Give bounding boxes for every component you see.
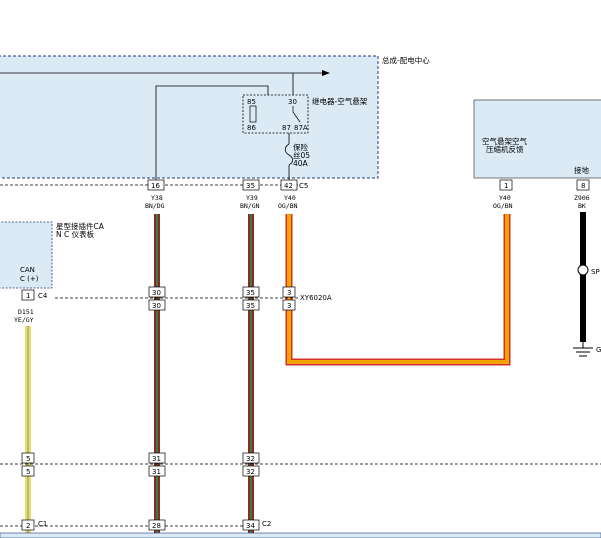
pin-34: 34 xyxy=(246,522,255,530)
pin-35-lower: 35 xyxy=(246,302,255,310)
pin-16: 16 xyxy=(151,182,160,190)
instrument-can-label-2: C (+) xyxy=(20,275,39,283)
pin-32-lower-box xyxy=(242,465,260,477)
wire-y40-id: Y40 xyxy=(284,194,296,202)
pin-8: 8 xyxy=(581,182,585,190)
relay-title: 继电器-空气悬架 xyxy=(312,96,368,106)
relay-coil-icon xyxy=(249,105,257,123)
instrument-can-label-1: CAN xyxy=(20,266,35,274)
pin-3-upper: 3 xyxy=(287,289,291,297)
lower-module-edge xyxy=(0,532,601,538)
pin-5-upper-box xyxy=(21,452,35,464)
relay-pin-87: 87 xyxy=(282,124,291,132)
relay-switch-icon xyxy=(292,106,301,123)
pin-1-c4-box xyxy=(21,289,35,301)
wire-y38-color: BN/DG xyxy=(145,202,165,210)
pin-42-box xyxy=(280,179,298,191)
pin-2: 2 xyxy=(26,522,30,530)
pin-16-box xyxy=(147,179,165,191)
pin-35-upper: 35 xyxy=(246,289,255,297)
pin-8-box xyxy=(576,179,590,191)
bdc-internal-wire xyxy=(155,85,269,180)
connector-c4-label: C4 xyxy=(38,292,48,300)
pin-34-box xyxy=(242,519,260,531)
wire-y40-color: OG/BN xyxy=(278,202,298,210)
wire-y39-id: Y39 xyxy=(246,194,258,202)
connector-c2-label: C2 xyxy=(262,520,271,528)
pin-1-box xyxy=(499,179,513,191)
pin-28: 28 xyxy=(152,522,161,530)
pin-5-lower: 5 xyxy=(26,468,30,476)
bdc-module-title: 总成-配电中心 xyxy=(382,55,430,65)
relay-pin-86: 86 xyxy=(247,124,256,132)
relay-pin-87a: 87A xyxy=(294,124,308,132)
wire-y40b-color: OG/BN xyxy=(493,202,513,210)
pin-31-upper-box xyxy=(148,452,166,464)
instrument-label-1: 星型接插件CA xyxy=(56,221,105,231)
pin-5-lower-box xyxy=(21,465,35,477)
pin-3-lower: 3 xyxy=(287,302,291,310)
fuse-icon xyxy=(284,143,294,166)
pin-2-box xyxy=(21,519,35,531)
compressor-module-box xyxy=(473,99,601,179)
connector-c5-label: C5 xyxy=(299,182,308,190)
instrument-label-2: N C 仪表板 xyxy=(56,229,95,239)
fuse-rating: 40A xyxy=(293,159,309,168)
pin-31-lower: 31 xyxy=(152,468,161,476)
pin-30-box xyxy=(148,286,166,298)
pin-35-lower-box xyxy=(242,299,260,311)
relay-box xyxy=(242,94,309,134)
pin-35-box xyxy=(242,179,260,191)
wire-d151-id: D151 xyxy=(18,308,34,316)
pin-30-upper: 30 xyxy=(152,289,161,297)
wire-y39-color: BN/GN xyxy=(240,202,260,210)
pin-28-box xyxy=(148,519,166,531)
wire-d151-color: YE/GY xyxy=(14,316,34,324)
wire-y38-id: Y38 xyxy=(151,194,163,202)
splice-icon xyxy=(577,264,589,276)
pin-35: 35 xyxy=(246,182,255,190)
wire-z906-color: BK xyxy=(578,202,586,210)
bus-arrow-icon xyxy=(322,70,330,76)
pin-31-lower-box xyxy=(148,465,166,477)
wire-y40b-id: Y40 xyxy=(499,194,511,202)
instrument-splice-box xyxy=(0,221,53,289)
fuse-label-1: 保险 xyxy=(293,142,308,152)
wire-z906-id: Z906 xyxy=(574,194,590,202)
relay-pin-30: 30 xyxy=(288,98,297,106)
pin-3-upper-box xyxy=(282,286,296,298)
compressor-label-2: 压缩机反馈 xyxy=(486,144,524,154)
pin-32-lower: 32 xyxy=(246,468,255,476)
pin-3-lower-box xyxy=(282,299,296,311)
compressor-ground-label: 接地 xyxy=(574,165,589,175)
pin-5-upper: 5 xyxy=(26,455,30,463)
wire-z906 xyxy=(580,212,586,342)
connector-xy6020a-label: XY6020A xyxy=(300,294,332,302)
relay-pin-85: 85 xyxy=(247,98,256,106)
ground-icon xyxy=(573,342,593,357)
ground-label: G xyxy=(596,346,601,354)
pin-1: 1 xyxy=(504,182,508,190)
bdc-module-box xyxy=(0,55,379,179)
pin-42: 42 xyxy=(284,182,293,190)
pin-30-lower-box xyxy=(148,299,166,311)
pin-32-upper-box xyxy=(242,452,260,464)
pin-30-lower: 30 xyxy=(152,302,161,310)
wire-y40-edge xyxy=(285,214,511,366)
pin-32-upper: 32 xyxy=(246,455,255,463)
pin-1-c4: 1 xyxy=(26,292,30,300)
splice-label: SP xyxy=(591,268,600,276)
pin-35-upper-box xyxy=(242,286,260,298)
pin-31-upper: 31 xyxy=(152,455,161,463)
fuse-label-2: 丝05 xyxy=(293,150,310,160)
compressor-label-1: 空气悬架空气 xyxy=(482,136,527,146)
wire-y40 xyxy=(287,214,509,364)
connector-c1-label: C1 xyxy=(38,520,47,528)
